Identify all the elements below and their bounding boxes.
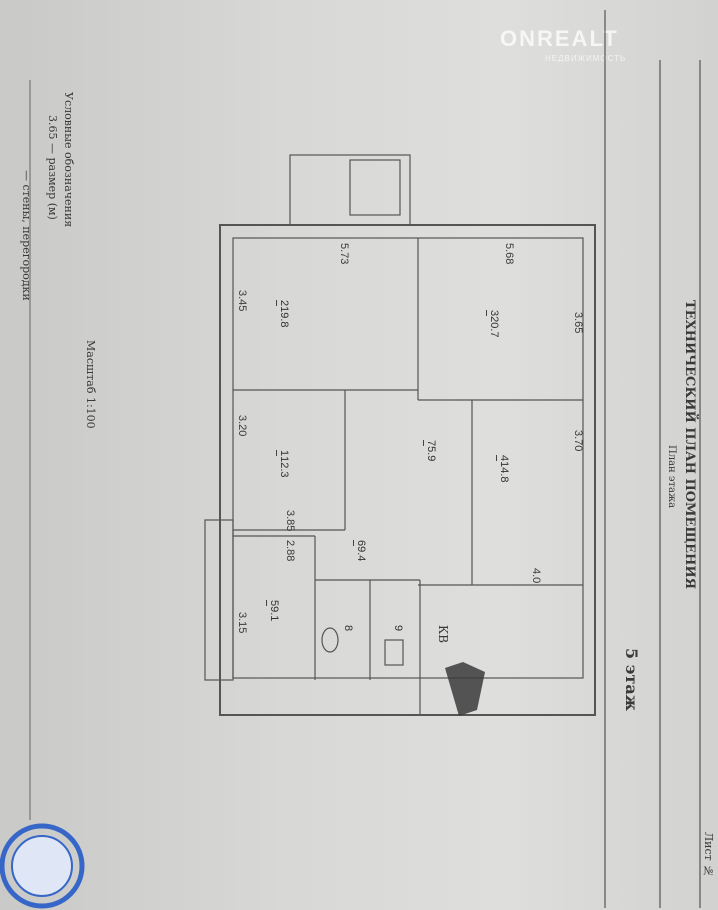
- legend-dimension: 3.65 — размер (м): [46, 115, 59, 220]
- watermark-brand: ONREALT: [500, 26, 619, 51]
- scale-label: Масштаб 1:100: [84, 340, 97, 429]
- document-title: ТЕХНИЧЕСКИЙ ПЛАН ПОМЕЩЕНИЯ: [682, 300, 697, 590]
- dim-label: 4.0: [530, 568, 542, 584]
- room-9: 9: [392, 625, 404, 632]
- sink-icon: [384, 639, 404, 666]
- dim-label: 3.45: [236, 290, 248, 312]
- outer-wall: [219, 224, 596, 716]
- stamp: [0, 823, 85, 909]
- balcony: [289, 154, 411, 226]
- inner-wall: [232, 237, 584, 679]
- room-3: 320.7: [486, 310, 500, 338]
- toilet-icon: [321, 627, 339, 653]
- dim-label: 3.65: [572, 312, 584, 334]
- room-5: 59.1: [266, 600, 280, 622]
- legend-walls: — стены, перегородки: [20, 170, 33, 301]
- dim-label: 5.68: [503, 243, 515, 265]
- room-2: 219.8: [276, 300, 290, 328]
- apartment-label: КВ: [436, 625, 450, 644]
- watermark-subtitle: НЕДВИЖИМОСТЬ: [545, 54, 627, 63]
- dim-label: 5.73: [338, 243, 350, 265]
- room-8: 8: [342, 625, 354, 632]
- loggia: [204, 519, 234, 681]
- room-1: 112.3: [276, 450, 290, 478]
- room-6: 69.4: [353, 540, 367, 562]
- dim-label: 3.20: [236, 415, 248, 437]
- sheet-label: Лист №: [702, 832, 715, 878]
- dim-label: 2.88: [284, 540, 296, 562]
- room-4: 414.8: [496, 455, 510, 483]
- dim-label: 3.70: [572, 430, 584, 452]
- balcony-window: [349, 159, 401, 216]
- room-7: 75.9: [423, 440, 437, 462]
- dim-label: 3.15: [236, 612, 248, 634]
- document-subtitle: План этажа: [666, 445, 677, 509]
- stamp-inner: [11, 835, 73, 897]
- dim-label: 3.85: [284, 510, 296, 532]
- redaction-mark: [445, 662, 485, 716]
- legend-title: Условные обозначения: [62, 92, 75, 228]
- floor-label: 5 этаж: [622, 648, 641, 711]
